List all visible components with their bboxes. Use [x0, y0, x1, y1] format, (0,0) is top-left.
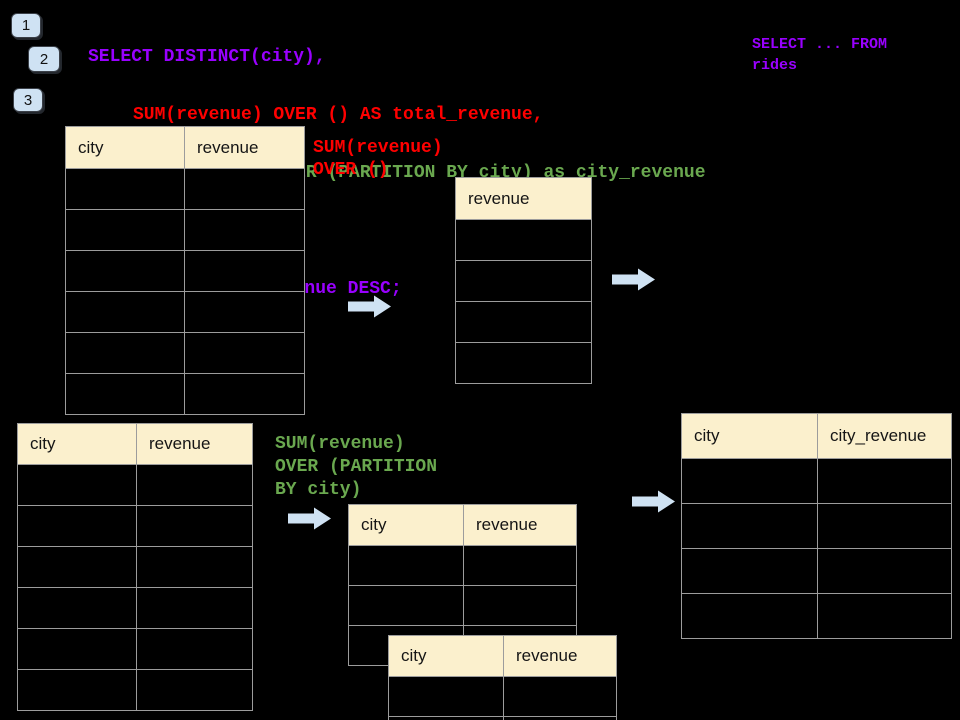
table-row [18, 546, 252, 587]
total-revenue-table: revenue [455, 177, 592, 384]
arrow-right-icon [632, 490, 675, 513]
column-header-revenue: revenue [476, 515, 538, 534]
table-row [682, 458, 951, 503]
column-header-revenue: revenue [516, 646, 578, 665]
table-row [389, 716, 616, 720]
step-badge-1: 1 [11, 13, 41, 38]
table-row [66, 209, 304, 250]
table-row [456, 342, 591, 383]
table-row [349, 545, 576, 585]
table-row [18, 628, 252, 669]
column-header-city-revenue: city_revenue [830, 426, 927, 445]
table-row [682, 503, 951, 548]
arrow-right-icon [612, 268, 655, 291]
arrow-right-icon [348, 295, 391, 318]
sql-line-total: SUM(revenue) OVER () AS total_revenue, [133, 105, 544, 125]
step-badge-3: 3 [13, 88, 43, 112]
source-table-top: city revenue [65, 126, 305, 415]
table-row [682, 548, 951, 593]
table-row [349, 585, 576, 625]
table-row [456, 219, 591, 260]
table-row [66, 332, 304, 373]
annotation-partition-by: SUM(revenue) OVER (PARTITION BY city) [275, 434, 438, 500]
column-header-city: city [66, 127, 185, 168]
source-table-bottom: city revenue [17, 423, 253, 711]
table-row [66, 373, 304, 414]
arrow-right-icon [288, 507, 331, 530]
step-badge-2: 2 [28, 46, 60, 72]
table-row [389, 676, 616, 716]
table-row [18, 464, 252, 505]
column-header-city: city [682, 414, 818, 458]
partition-table-b: city revenue [388, 635, 617, 720]
table-row [18, 587, 252, 628]
table-row [66, 291, 304, 332]
side-note-select-from: SELECT ... FROM rides [752, 36, 888, 74]
final-result-table: city city_revenue [681, 413, 952, 639]
column-header-city: city [389, 636, 504, 676]
table-row [18, 505, 252, 546]
sql-line-select: SELECT DISTINCT(city), [88, 47, 326, 67]
annotation-total-revenue: SUM(revenue) OVER () [313, 138, 443, 180]
column-header-city: city [349, 505, 464, 545]
table-row [66, 250, 304, 291]
table-row [66, 168, 304, 209]
table-row [682, 593, 951, 638]
column-header-city: city [18, 424, 137, 464]
column-header-revenue: revenue [149, 434, 211, 453]
table-row [456, 260, 591, 301]
column-header-revenue: revenue [468, 188, 530, 208]
table-row [18, 669, 252, 710]
column-header-revenue: revenue [197, 137, 259, 157]
table-row [456, 301, 591, 342]
